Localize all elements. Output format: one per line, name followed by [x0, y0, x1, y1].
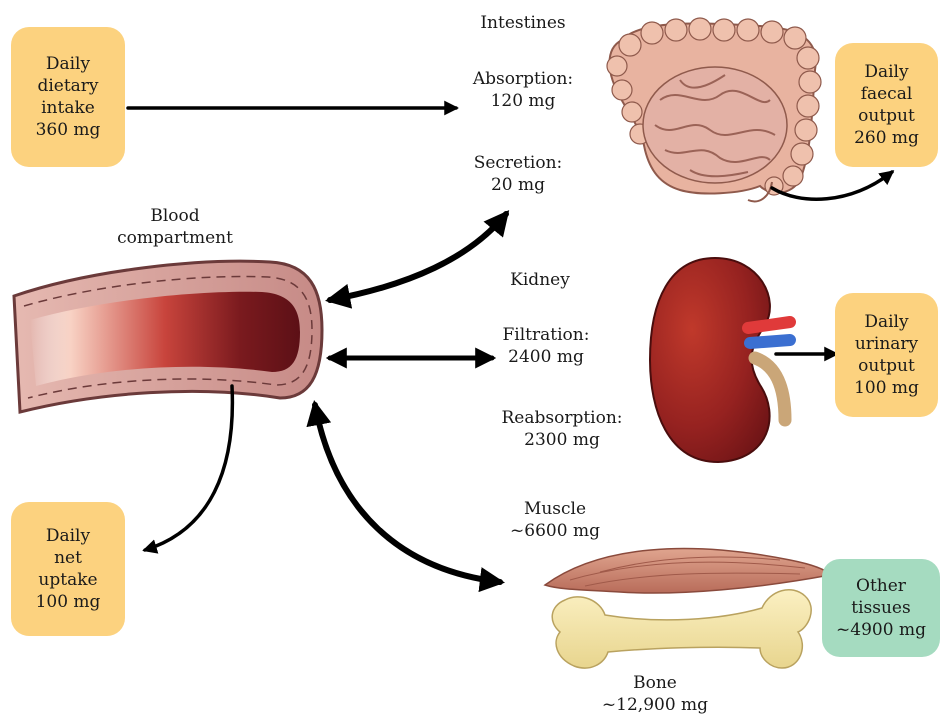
kidney-label: Kidney [490, 269, 590, 291]
daily-faecal-output-box: Daily faecal output 260 mg [835, 43, 938, 167]
daily-net-uptake-box: Daily net uptake 100 mg [11, 502, 125, 636]
daily-urinary-output-box: Daily urinary output 100 mg [835, 293, 938, 417]
filtration-label: Filtration: 2400 mg [486, 324, 606, 368]
bone-label: Bone ~12,900 mg [585, 672, 725, 716]
blood-vessel-illustration [14, 261, 322, 412]
muscle-illustration [545, 549, 830, 593]
arrow-blood-to-uptake [145, 386, 232, 550]
absorption-label: Absorption: 120 mg [458, 68, 588, 112]
blood-compartment-label: Blood compartment [100, 205, 250, 249]
arrow-blood-tissues [315, 405, 500, 582]
intestines-illustration [607, 18, 821, 201]
daily-dietary-intake-box: Daily dietary intake 360 mg [11, 27, 125, 167]
muscle-label: Muscle ~6600 mg [495, 498, 615, 542]
bone-illustration [552, 590, 811, 668]
arrow-secretion-blood [330, 214, 506, 300]
secretion-label: Secretion: 20 mg [448, 152, 588, 196]
intestines-label: Intestines [458, 12, 588, 34]
other-tissues-box: Other tissues ~4900 mg [822, 559, 940, 657]
reabsorption-label: Reabsorption: 2300 mg [492, 407, 632, 451]
kidney-illustration [650, 258, 790, 462]
